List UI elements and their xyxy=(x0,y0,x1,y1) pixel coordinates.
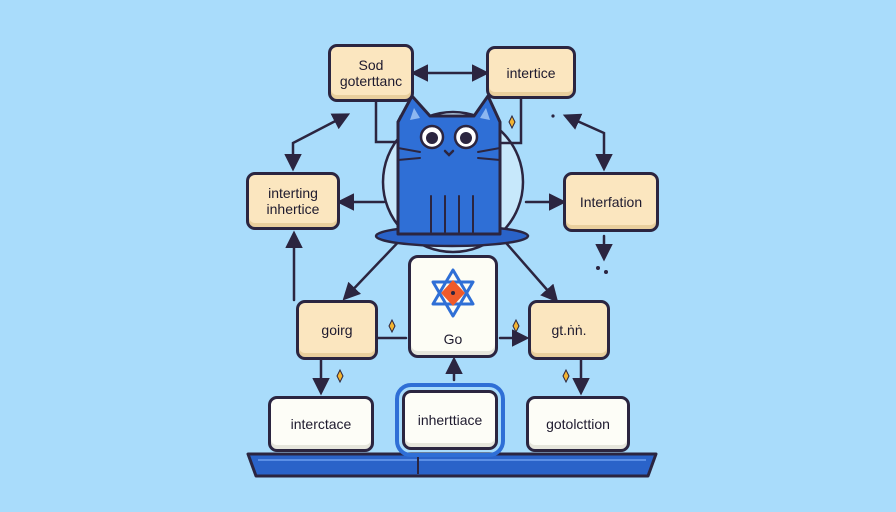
connector-diag-left xyxy=(342,234,406,301)
node-bottom-center-label: inherttiace xyxy=(417,412,483,428)
node-mid-left-label: interting inhertice xyxy=(266,185,320,217)
node-top-right[interactable]: intertice xyxy=(486,46,576,99)
node-low-left-label: goirg xyxy=(321,322,353,338)
cat-mascot-icon xyxy=(396,94,502,236)
node-bottom-left-label: interctace xyxy=(290,416,352,432)
sparkle-icon xyxy=(388,318,396,334)
node-low-left[interactable]: goirg xyxy=(296,300,378,360)
connector-left-upper xyxy=(284,113,351,172)
dot-icon xyxy=(551,114,555,118)
connector-right-upper xyxy=(562,113,613,172)
node-mid-right-label: Interfation xyxy=(579,194,643,210)
sparkle-icon xyxy=(336,368,344,384)
connector-topleft-down xyxy=(374,100,402,144)
dot-icon xyxy=(596,266,600,270)
node-bottom-center[interactable]: inherttiace xyxy=(395,383,505,457)
sparkle-icon xyxy=(512,318,520,334)
hexagram-star-icon xyxy=(431,268,475,318)
node-low-right-label: gt.ṅṅ. xyxy=(551,322,587,338)
node-mid-left[interactable]: interting inhertice xyxy=(246,172,340,230)
node-top-left[interactable]: Sod goterttanc xyxy=(328,44,414,102)
go-card[interactable]: Go xyxy=(408,255,498,358)
node-bottom-left[interactable]: interctace xyxy=(268,396,374,452)
node-top-right-label: intertice xyxy=(506,64,556,81)
go-card-label: Go xyxy=(443,331,463,347)
node-low-right[interactable]: gt.ṅṅ. xyxy=(528,300,610,360)
node-bottom-right-label: gotolcttion xyxy=(546,416,610,432)
connector-diag-right xyxy=(498,234,559,303)
sparkle-icon xyxy=(562,368,570,384)
node-mid-right[interactable]: Interfation xyxy=(563,172,659,232)
base-platform xyxy=(246,452,658,478)
node-top-left-label: Sod goterttanc xyxy=(339,57,403,89)
sparkle-icon xyxy=(508,114,516,130)
dot-icon xyxy=(604,270,608,274)
connector-topright-down xyxy=(498,97,523,145)
node-bottom-right[interactable]: gotolcttion xyxy=(526,396,630,452)
